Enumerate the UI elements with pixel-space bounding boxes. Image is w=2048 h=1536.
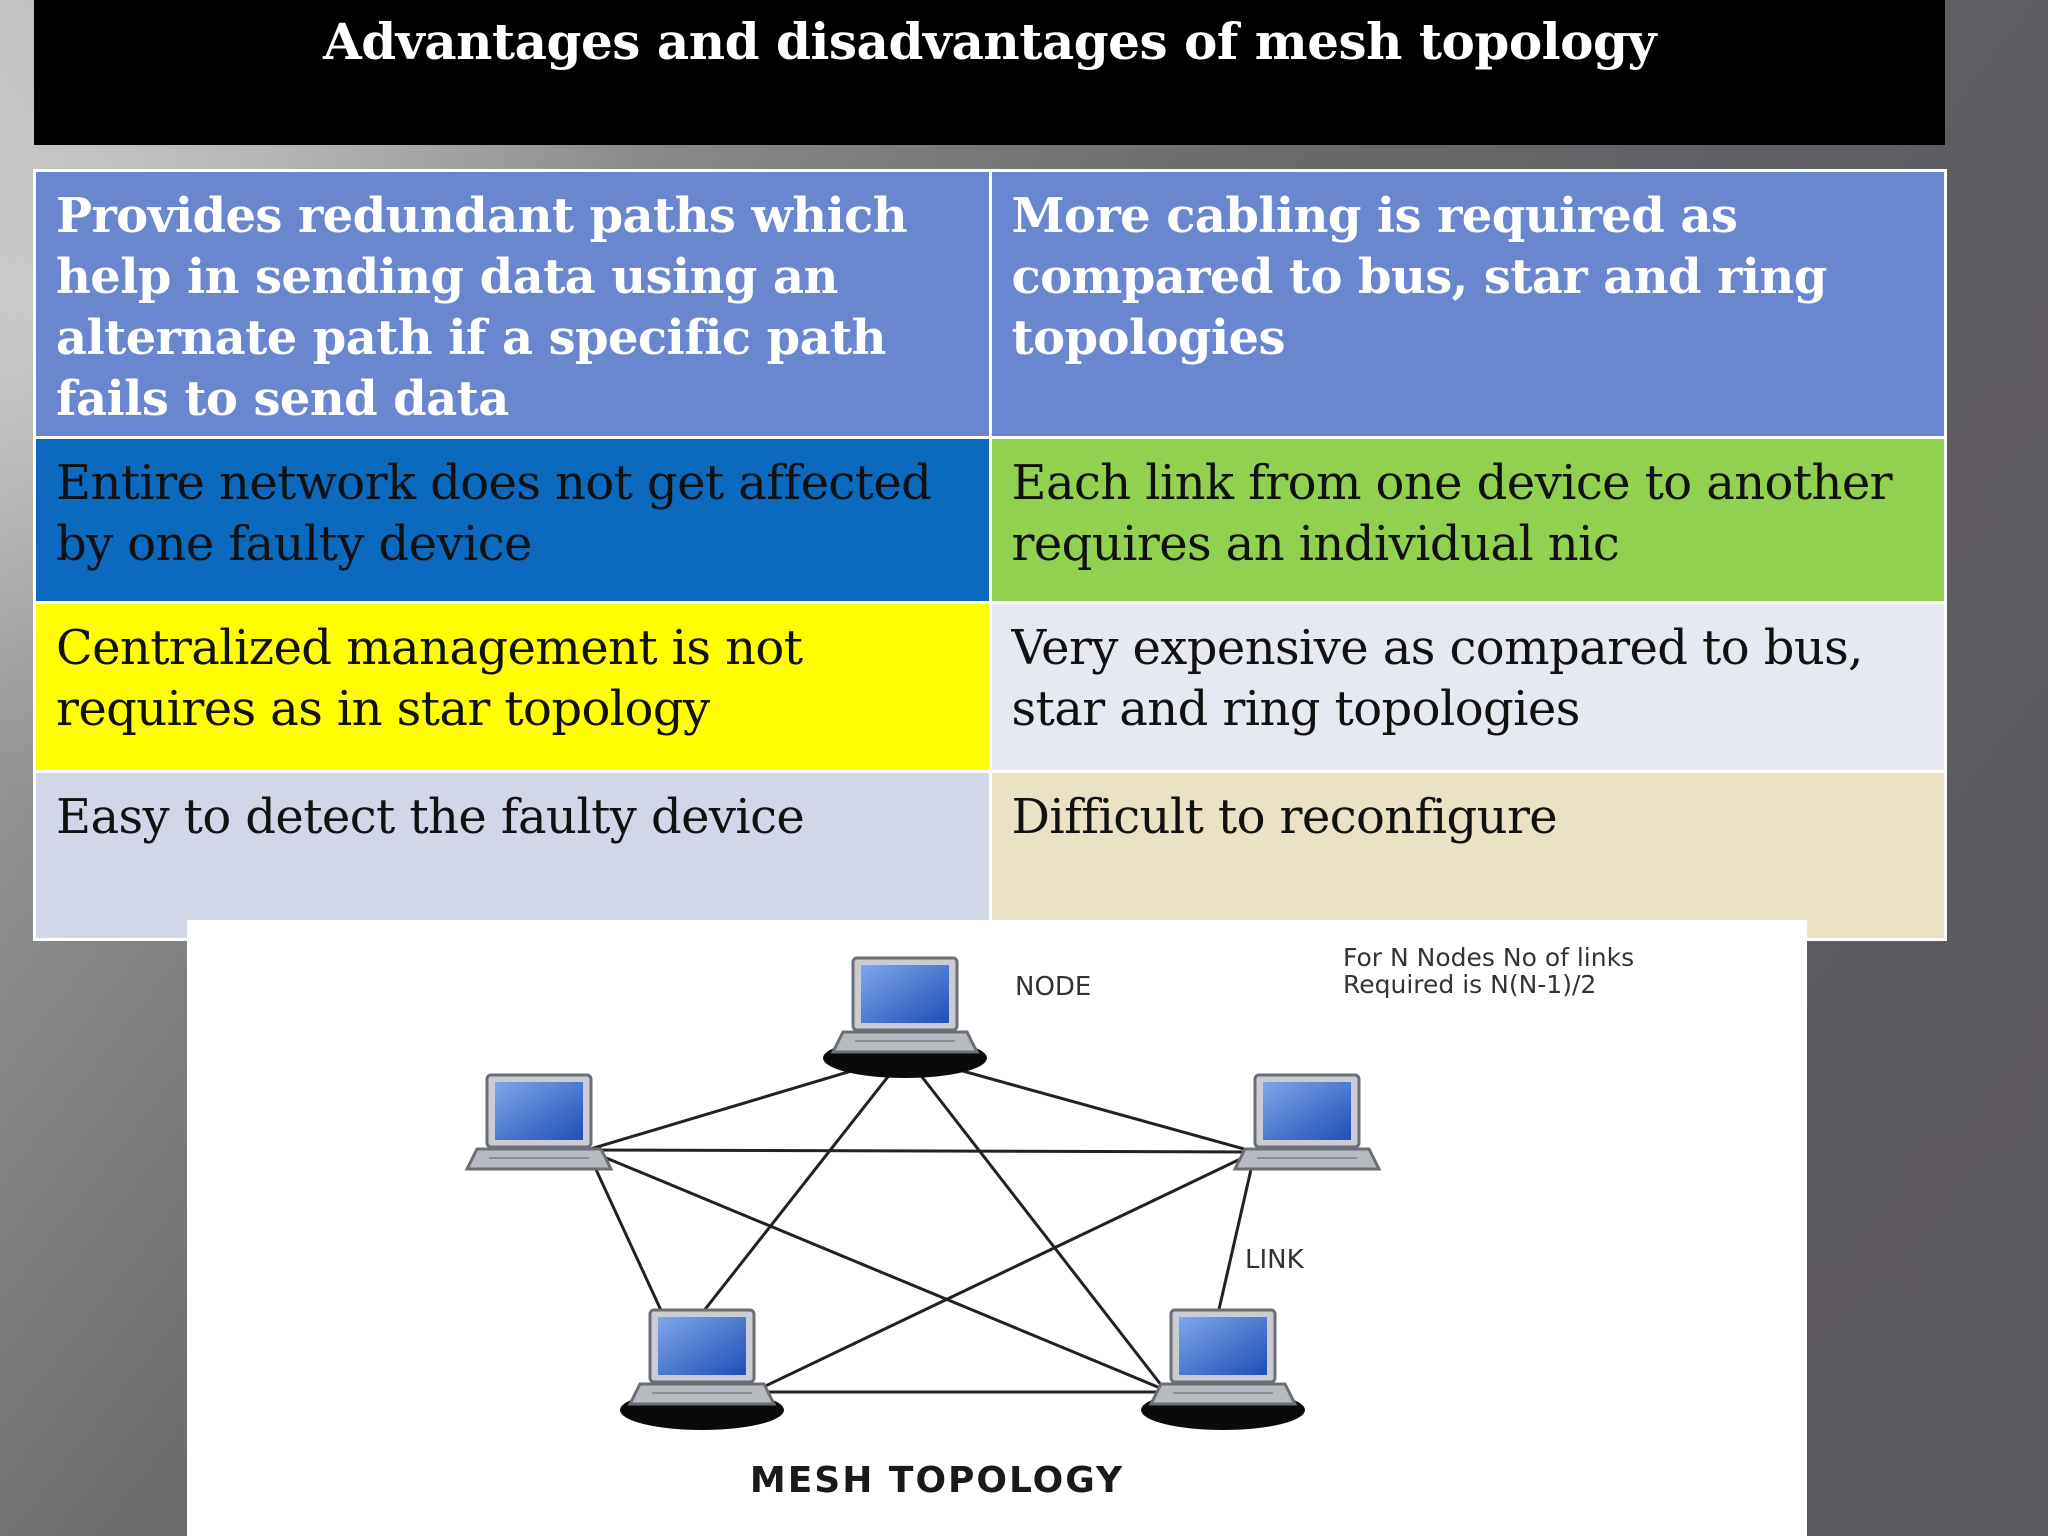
table-row: Easy to detect the faulty device Difficu… bbox=[33, 770, 1947, 941]
mesh-link bbox=[586, 1148, 1256, 1154]
mesh-topology-diagram: NODE LINK For N Nodes No of links Requir… bbox=[187, 920, 1807, 1536]
node-laptop-icon bbox=[1233, 1073, 1381, 1171]
mesh-link bbox=[903, 1054, 1167, 1391]
mesh-link bbox=[756, 1150, 1256, 1392]
link-label: LINK bbox=[1245, 1245, 1305, 1275]
advantage-cell: Centralized management is not requires a… bbox=[33, 601, 992, 773]
advantage-cell: Easy to detect the faulty device bbox=[33, 770, 992, 941]
table-row: Centralized management is not requires a… bbox=[33, 601, 1947, 773]
formula-line-1: For N Nodes No of links bbox=[1343, 943, 1634, 972]
title-bar: Advantages and disadvantages of mesh top… bbox=[34, 0, 1945, 145]
diagram-caption: MESH TOPOLOGY bbox=[750, 1460, 1124, 1501]
node-laptop-icon bbox=[465, 1073, 613, 1171]
disadvantage-cell: Each link from one device to another req… bbox=[988, 436, 1947, 604]
mesh-diagram-svg: NODE LINK For N Nodes No of links Requir… bbox=[465, 943, 1634, 1501]
disadvantage-cell: More cabling is required as compared to … bbox=[988, 169, 1947, 439]
formula-line-2: Required is N(N-1)/2 bbox=[1343, 970, 1596, 999]
node-laptop-icon bbox=[821, 956, 989, 1080]
mesh-links bbox=[585, 1053, 1257, 1394]
advantage-cell: Provides redundant paths which help in s… bbox=[33, 169, 992, 439]
table-row: Entire network does not get affected by … bbox=[33, 436, 1947, 604]
advantage-cell: Entire network does not get affected by … bbox=[33, 436, 992, 604]
mesh-link bbox=[586, 1148, 1166, 1392]
node-laptop-icon bbox=[618, 1308, 786, 1432]
mesh-link bbox=[675, 1054, 907, 1346]
table-row: Provides redundant paths which help in s… bbox=[33, 169, 1947, 439]
comparison-table: Provides redundant paths which help in s… bbox=[33, 169, 1947, 941]
disadvantage-cell: Very expensive as compared to bus, star … bbox=[988, 601, 1947, 773]
slide-title: Advantages and disadvantages of mesh top… bbox=[322, 12, 1657, 71]
disadvantage-cell: Difficult to reconfigure bbox=[988, 770, 1947, 941]
node-laptop-icon bbox=[1139, 1308, 1307, 1432]
node-label: NODE bbox=[1015, 972, 1091, 1002]
